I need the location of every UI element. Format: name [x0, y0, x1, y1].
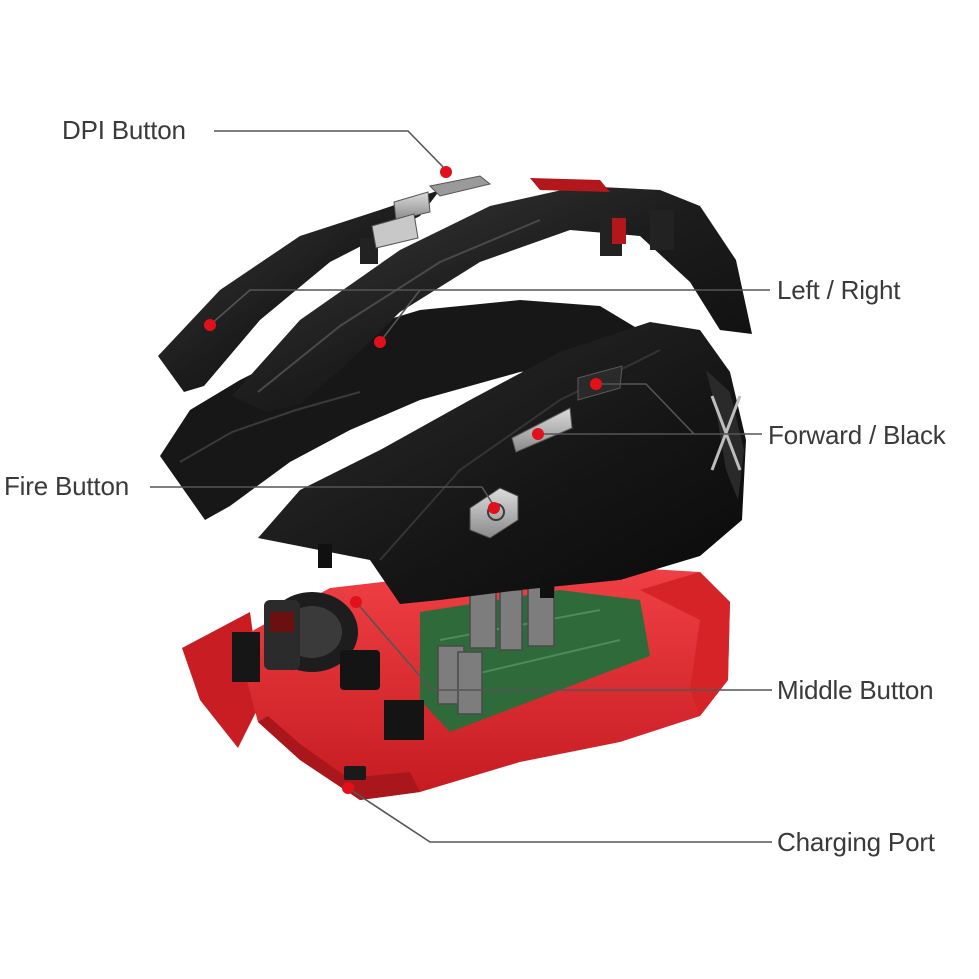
leader-fire	[150, 486, 495, 507]
marker-forward	[590, 378, 602, 390]
label-forward-back: Forward / Black	[768, 420, 946, 450]
charging-port-slot	[344, 766, 366, 780]
label-left-right: Left / Right	[777, 275, 901, 305]
marker-back	[532, 428, 544, 440]
body-left-frame	[160, 300, 640, 520]
top-shell	[158, 175, 752, 412]
label-middle-button: Middle Button	[777, 675, 934, 705]
base-right-rim	[640, 572, 730, 716]
leader-dpi	[214, 130, 447, 171]
marker-middle	[350, 596, 362, 608]
marker-dpi	[440, 166, 452, 178]
x-logo-icon	[710, 395, 742, 471]
marker-right	[374, 336, 386, 348]
marker-fire	[488, 502, 500, 514]
label-fire-button: Fire Button	[4, 471, 129, 501]
leader-left-right	[209, 289, 770, 326]
leader-middle	[355, 601, 772, 691]
label-charging-port: Charging Port	[777, 827, 935, 857]
label-dpi-button: DPI Button	[62, 115, 186, 145]
leader-left-right-2	[379, 289, 421, 343]
base-front-lip	[258, 716, 420, 800]
callout-markers	[204, 166, 602, 794]
base-shell	[182, 566, 730, 800]
marker-left	[204, 319, 216, 331]
leader-forward	[596, 383, 762, 435]
dpi-button	[371, 175, 492, 249]
leader-charge	[347, 787, 772, 843]
scroll-wheel	[264, 592, 380, 690]
right-button-panel	[232, 186, 752, 412]
leader-lines	[150, 130, 772, 843]
body-main	[258, 322, 746, 604]
mouse-body	[160, 300, 746, 604]
marker-charge	[342, 782, 354, 794]
